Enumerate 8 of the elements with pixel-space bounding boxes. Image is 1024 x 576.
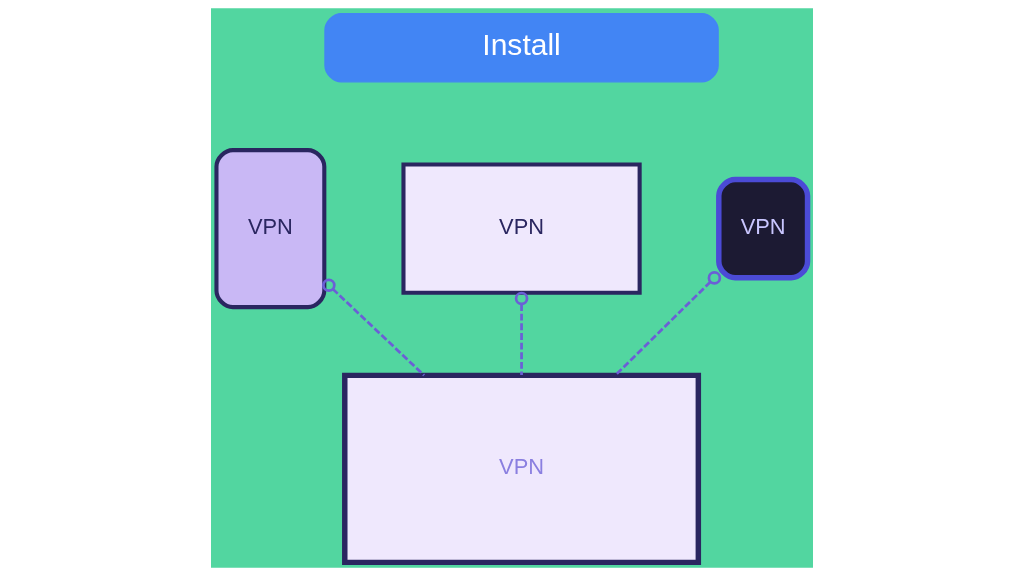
node-box: VPN <box>342 372 702 566</box>
node-box: VPN <box>716 176 811 281</box>
node-box: VPN <box>214 148 327 310</box>
node-box: Install <box>324 12 719 83</box>
connector <box>322 278 426 377</box>
connector <box>514 291 529 376</box>
node-box: VPN <box>401 162 642 295</box>
connector <box>614 271 722 376</box>
